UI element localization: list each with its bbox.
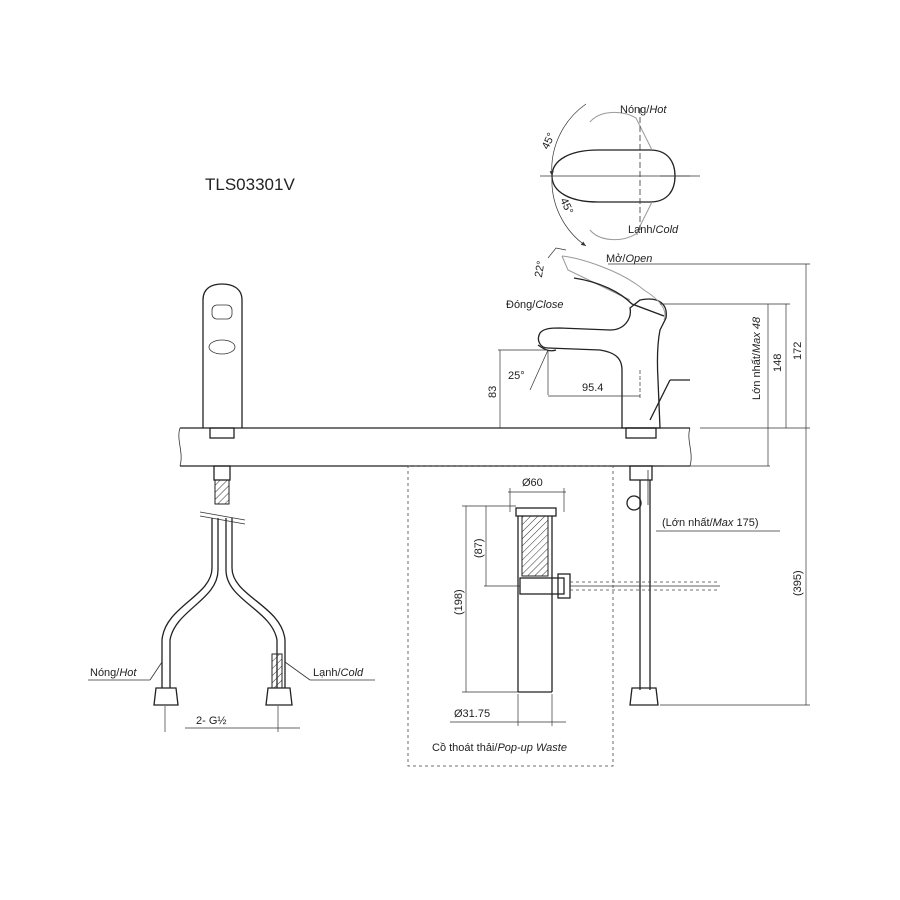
thread-size: 2- G½ (196, 715, 227, 727)
popup-waste: Ø60 (87) (198) Ø31.75 Cồ thoát thải/Pop-… (407, 465, 720, 767)
open-label: Mở/Open (606, 253, 652, 265)
dim-83: 83 (487, 386, 499, 398)
top-view: 45° 45° Nóng/Hot Lạnh/Cold (540, 103, 700, 247)
angle-45-upper: 45° (540, 131, 558, 151)
dim-diameter-31-75: Ø31.75 (454, 708, 490, 720)
max48-label: Lớn nhất/Max 48 (751, 316, 763, 400)
popup-waste-label: Cồ thoát thải/Pop-up Waste (432, 742, 567, 754)
dim-395: (395) (792, 570, 804, 596)
dim-198: (198) (453, 589, 465, 615)
counter-deck (178, 427, 692, 467)
angle-45-lower: 45° (557, 196, 575, 216)
angle-25: 25° (508, 370, 525, 382)
model-title: TLS03301V (205, 175, 295, 194)
hot-top-label: Nóng/Hot (620, 104, 667, 116)
side-view: 22° 25° Mở/Open Đóng/Close 83 95.4 Lớn n… (487, 247, 810, 706)
angle-22: 22° (533, 260, 548, 278)
front-view: Nóng/Hot Lạnh/Cold 2- G½ (88, 283, 375, 732)
dim-diameter-60: Ø60 (522, 477, 543, 489)
dim-148: 148 (772, 354, 784, 372)
hot-left-label: Nóng/Hot (90, 667, 137, 679)
close-label: Đóng/Close (506, 299, 563, 311)
dim-95-4: 95.4 (582, 382, 603, 394)
max175-label: (Lớn nhất/Max 175) (662, 517, 759, 529)
cold-left-label: Lạnh/Cold (313, 667, 364, 679)
dim-87: (87) (473, 538, 485, 558)
cold-top-label: Lạnh/Cold (628, 224, 679, 236)
dim-172: 172 (792, 342, 804, 360)
